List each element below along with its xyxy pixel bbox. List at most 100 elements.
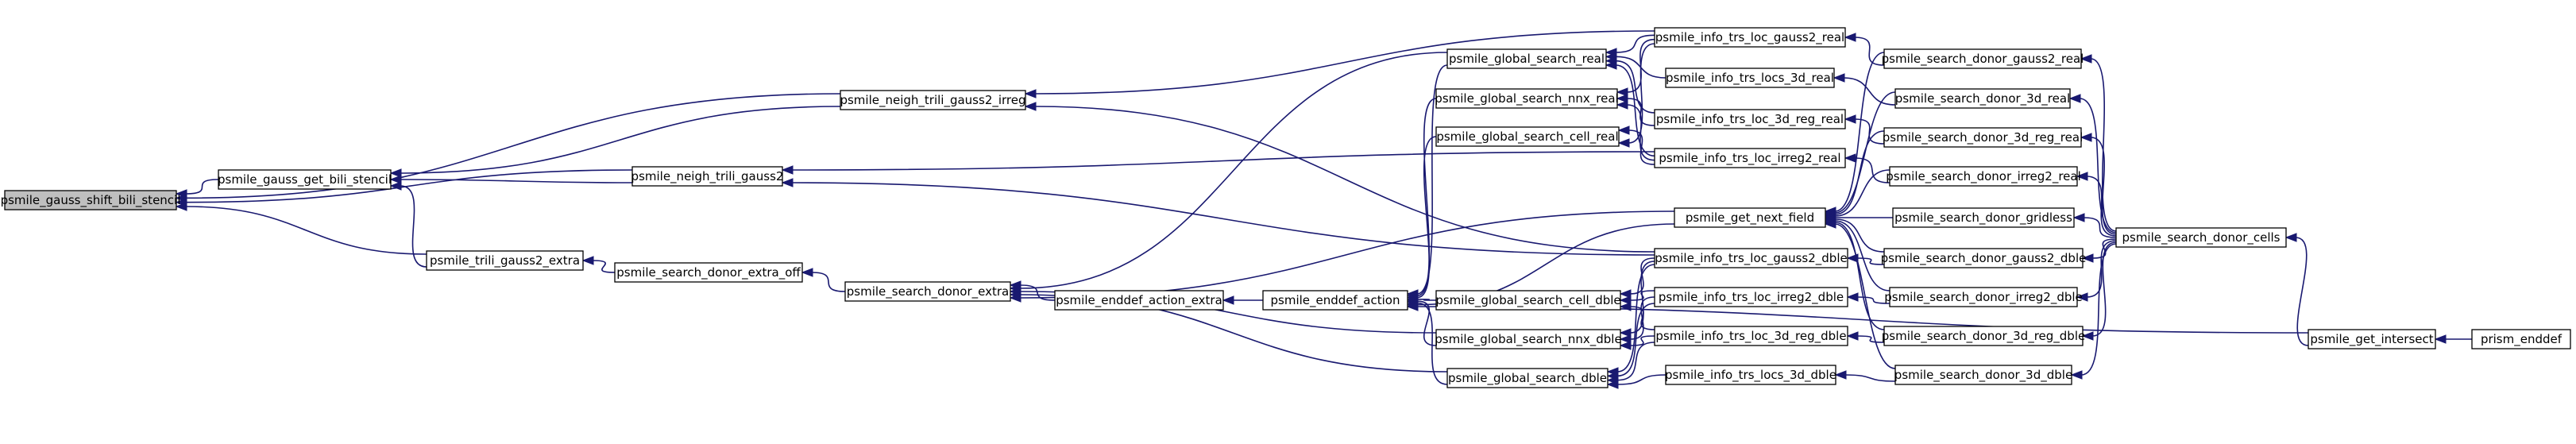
node-label: psmile_search_donor_3d_dble [1894, 368, 2072, 383]
node-getintersect[interactable]: psmile_get_intersect [2308, 329, 2436, 349]
node-tg2extra[interactable]: psmile_trili_gauss2_extra [426, 250, 584, 271]
edge-line [1629, 335, 1655, 346]
node-label: psmile_info_trs_loc_gauss2_real [1655, 30, 1844, 45]
node-sdirr2dble[interactable]: psmile_search_donor_irreg2_dble [1884, 287, 2083, 307]
edge-itl3dregdble-to-gsnnxdble [1619, 335, 1655, 350]
edge-line [1019, 52, 1448, 289]
node-label: psmile_search_donor_3d_real [1895, 91, 2070, 106]
arrowhead [2076, 292, 2088, 302]
node-itl3ddble[interactable]: psmile_info_trs_locs_3d_dble [1665, 365, 1836, 385]
node-itg2real[interactable]: psmile_info_trs_loc_gauss2_real [1654, 27, 1846, 48]
edge-line [2091, 241, 2117, 337]
arrowhead [2080, 133, 2092, 142]
edge-getintersect-to-sdcells [2284, 233, 2309, 346]
node-gsreal[interactable]: psmile_global_search_real [1446, 48, 1607, 69]
edge-line [1834, 52, 1885, 212]
node-sdextraoff[interactable]: psmile_search_donor_extra_off [614, 262, 803, 283]
node-ntg2[interactable]: psmile_neigh_trili_gauss2 [631, 166, 784, 187]
edge-itl3dregreal-to-gsnnxreal [1616, 94, 1655, 126]
edge-itg2real-to-ntg2irr [1024, 30, 1655, 98]
node-sdirr2real[interactable]: psmile_search_donor_irreg2_real [1886, 166, 2081, 187]
node-itirr2dble[interactable]: psmile_info_trs_loc_irreg2_dble [1654, 287, 1848, 307]
node-box [1892, 207, 2075, 228]
edge-sdcells-to-sdirr2real [2076, 172, 2117, 237]
edge-sd3ddble-to-getnext [1824, 219, 1896, 369]
node-sd3dregreal[interactable]: psmile_search_donor_3d_reg_real [1883, 127, 2083, 148]
arrowhead [1617, 125, 1630, 135]
node-sd3dregdble[interactable]: psmile_search_donor_3d_reg_dble [1882, 326, 2085, 346]
edge-line [1615, 64, 1655, 157]
node-box [1883, 248, 2084, 268]
node-itg2dble[interactable]: psmile_info_trs_loc_gauss2_dble [1654, 248, 1848, 268]
node-label: psmile_info_trs_loc_irreg2_real [1659, 151, 1840, 166]
edge-line [1019, 284, 1056, 301]
node-sdg2real[interactable]: psmile_search_donor_gauss2_real [1882, 48, 2084, 69]
edge-line [592, 260, 616, 273]
arrowhead [1824, 219, 1836, 229]
arrowhead [389, 175, 402, 184]
node-edaextra[interactable]: psmile_enddef_action_extra [1054, 290, 1224, 311]
node-gshift[interactable]: psmile_gauss_shift_bili_stencil [1, 190, 181, 210]
node-box [1262, 290, 1408, 311]
node-sdgridless[interactable]: psmile_search_donor_gridless [1892, 207, 2075, 228]
edge-line [1034, 106, 1655, 253]
node-getnext[interactable]: psmile_get_next_field [1674, 207, 1826, 228]
node-itl3dregreal[interactable]: psmile_info_trs_loc_3d_reg_real [1654, 109, 1846, 129]
edge-line [1854, 157, 1890, 183]
edge-itg2dble-to-ntg2 [781, 178, 1655, 256]
node-label: psmile_info_trs_locs_3d_real [1666, 71, 1834, 86]
arrowhead [1617, 138, 1630, 148]
node-gsnnxreal[interactable]: psmile_global_search_nnx_real [1435, 88, 1619, 109]
arrowhead [1844, 33, 1856, 42]
edge-line [400, 106, 841, 174]
node-box [1435, 329, 1621, 349]
arrowhead [1844, 153, 1856, 163]
edge-line [2086, 176, 2117, 237]
edge-line [1626, 98, 1655, 126]
arrowhead [1833, 73, 1845, 83]
node-box [2115, 227, 2287, 248]
node-label: psmile_info_trs_loc_3d_reg_dble [1655, 329, 1846, 344]
node-sd3dreal[interactable]: psmile_search_donor_3d_real [1894, 88, 2071, 109]
node-gsnnxdble[interactable]: psmile_global_search_nnx_dble [1435, 329, 1622, 349]
node-gscellreal[interactable]: psmile_global_search_cell_real [1435, 126, 1620, 147]
node-box [1665, 68, 1835, 88]
node-gsdble[interactable]: psmile_global_search_dble [1446, 368, 1609, 388]
node-itirr2real[interactable]: psmile_info_trs_loc_irreg2_real [1654, 148, 1846, 168]
edge-line [1034, 30, 1655, 95]
node-box [1435, 88, 1618, 109]
edge-sdg2real-to-itg2real [1844, 33, 1885, 66]
arrowhead [2284, 233, 2297, 242]
edge-line [2083, 217, 2117, 238]
arrowhead [1619, 334, 1632, 344]
node-label: psmile_neigh_trili_gauss2 [631, 169, 784, 184]
arrowhead [1846, 331, 1859, 341]
node-edaction[interactable]: psmile_enddef_action [1262, 290, 1408, 311]
edge-sdextra-to-sdextraoff [801, 268, 846, 292]
node-box [1446, 48, 1607, 69]
edge-line [1628, 43, 1655, 144]
edge-sdirr2real-to-itirr2real [1844, 153, 1890, 183]
node-sd3ddble[interactable]: psmile_search_donor_3d_dble [1894, 365, 2072, 385]
edge-sdcells-to-sd3ddble [2070, 243, 2117, 380]
edge-ntg2-to-ggetbili [389, 175, 633, 184]
node-gscelldble[interactable]: psmile_global_search_cell_dble [1435, 290, 1621, 311]
node-box [1654, 148, 1846, 168]
edge-line [1834, 220, 1890, 291]
arrowhead [801, 268, 813, 277]
node-sdg2dble[interactable]: psmile_search_donor_gauss2_dble [1881, 248, 2087, 268]
node-itl3dregdble[interactable]: psmile_info_trs_loc_3d_reg_dble [1654, 326, 1848, 346]
arrowhead [781, 165, 794, 175]
node-label: prism_enddef [2481, 332, 2562, 347]
node-sdextra[interactable]: psmile_search_donor_extra [844, 281, 1011, 302]
node-ntg2irr[interactable]: psmile_neigh_trili_gauss2_irreg [840, 90, 1026, 110]
node-ggetbili[interactable]: psmile_gauss_get_bili_stencil [218, 169, 392, 190]
edge-line [791, 151, 1655, 171]
node-prismenddef[interactable]: prism_enddef [2471, 329, 2571, 349]
edge-line [1834, 218, 1885, 253]
node-itl3dreal[interactable]: psmile_info_trs_locs_3d_real [1665, 68, 1835, 88]
node-label: psmile_search_donor_gauss2_real [1882, 52, 2084, 67]
node-sdcells[interactable]: psmile_search_donor_cells [2115, 227, 2287, 248]
edge-sdirr2real-to-getnext [1824, 169, 1890, 221]
